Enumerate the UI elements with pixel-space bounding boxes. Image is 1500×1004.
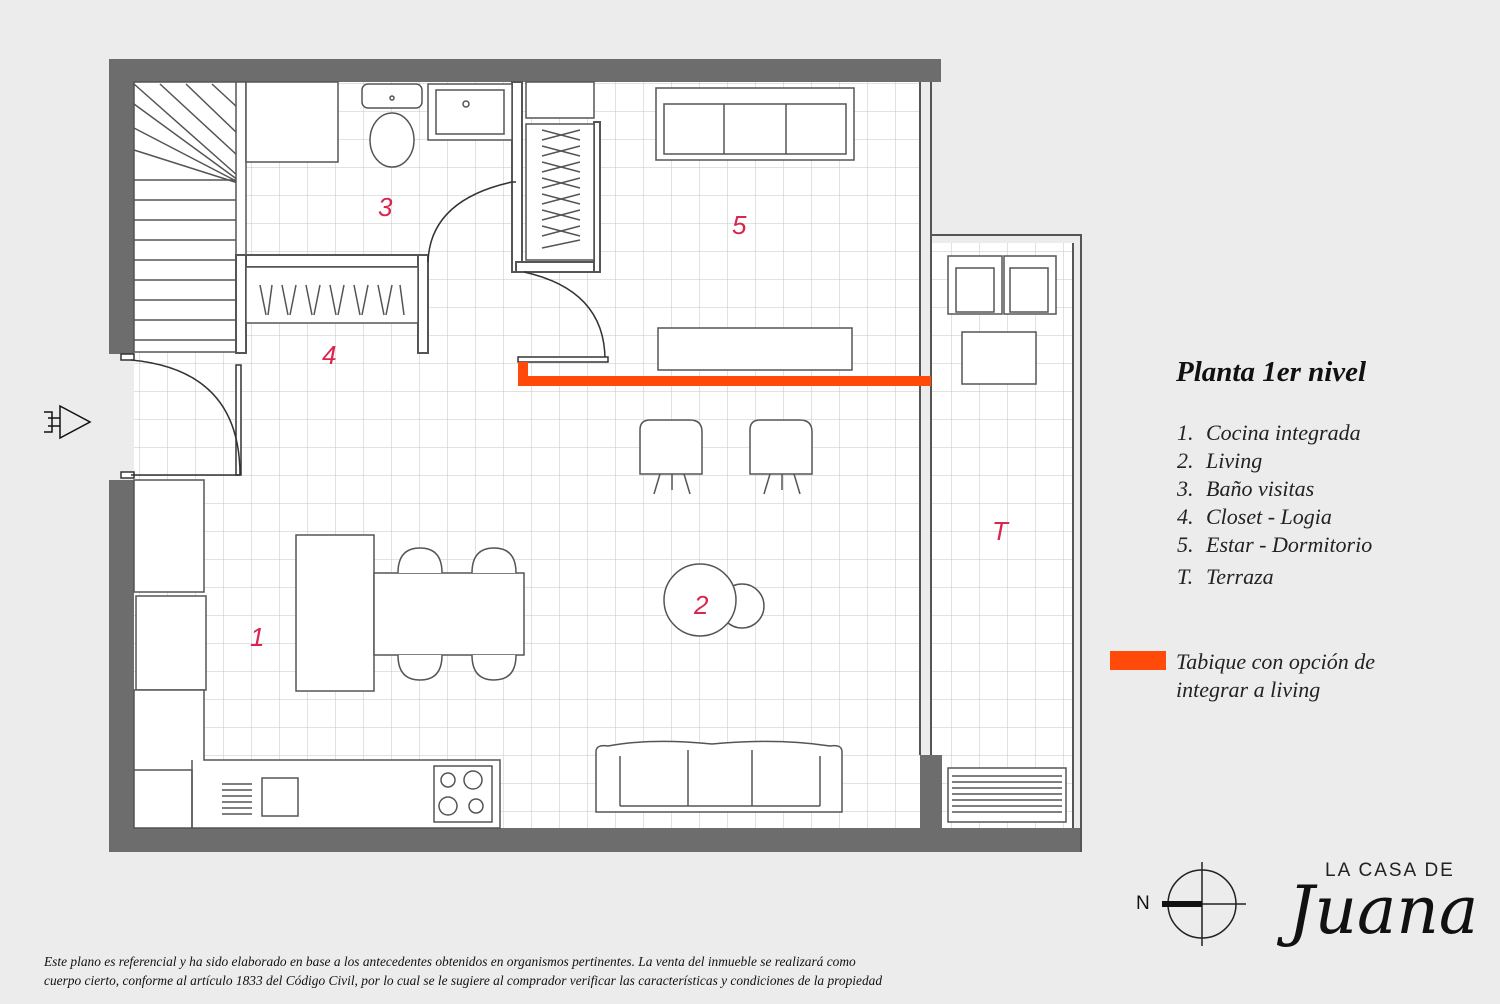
terrace-railing [919, 82, 1082, 852]
disclaimer-line1: Este plano es referencial y ha sido elab… [44, 954, 856, 969]
optional-wall-swatch [1110, 651, 1166, 670]
entry-door [120, 353, 242, 479]
living-sofa [595, 740, 843, 813]
legend-item-name: Terraza [1206, 564, 1274, 589]
optional-wall-label-line2: integrar a living [1176, 677, 1321, 702]
tv-cabinet [657, 327, 853, 371]
walls [109, 59, 1081, 852]
legend-item-id: 2. [1177, 448, 1194, 473]
entry-arrow-icon [44, 404, 92, 440]
disclaimer: Este plano es referencial y ha sido elab… [44, 952, 1104, 990]
legend-item-t: T. Terraza [1177, 564, 1274, 590]
legend-item-name: Cocina integrada [1206, 420, 1361, 445]
compass-icon [1162, 862, 1246, 946]
plan-title: Planta 1er nivel [1176, 356, 1367, 388]
legend-item-1: 1. Cocina integrada [1177, 420, 1361, 446]
room-labels: 1 2 3 4 5 T [250, 192, 1010, 652]
bathroom-sink [427, 83, 513, 141]
kitchen-counters [133, 479, 501, 829]
bedroom-door [517, 271, 609, 363]
closet-logia [245, 266, 419, 324]
legend-item-id: 5. [1177, 532, 1194, 557]
legend-item-id: 1. [1177, 420, 1194, 445]
washer [245, 81, 339, 163]
room-label-1: 1 [250, 622, 264, 652]
legend-item-3: 3. Baño visitas [1177, 476, 1314, 502]
bathroom-door [427, 181, 516, 263]
optional-partition-wall [518, 362, 931, 386]
brand-name-top: LA CASA DE [1325, 860, 1455, 881]
brand-logo-script: Juana [1288, 872, 1479, 949]
optional-wall-label-line1: Tabique con opción de [1176, 649, 1375, 674]
optional-wall-label: Tabique con opción de integrar a living [1176, 648, 1375, 704]
disclaimer-line2: cuerpo cierto, conforme al artículo 1833… [44, 973, 883, 988]
sofa-room-5 [655, 87, 855, 161]
legend-item-name: Baño visitas [1206, 476, 1315, 501]
terrace-furniture [947, 255, 1067, 823]
legend-item-id: 4. [1177, 504, 1194, 529]
legend-item-name: Closet - Logia [1206, 504, 1332, 529]
legend-item-name: Estar - Dormitorio [1206, 532, 1373, 557]
toilet [361, 83, 423, 168]
room-label-5: 5 [732, 210, 747, 240]
room-label-t: T [992, 516, 1010, 546]
legend-item-name: Living [1206, 448, 1263, 473]
compass-north-label: N [1136, 893, 1150, 914]
legend-item-id: T. [1177, 564, 1194, 589]
legend-item-4: 4. Closet - Logia [1177, 504, 1332, 530]
room-label-4: 4 [322, 340, 336, 370]
room-label-3: 3 [378, 192, 393, 222]
bedroom-closet [525, 81, 595, 261]
round-table [663, 563, 765, 637]
staircase [133, 81, 247, 353]
legend-item-5: 5. Estar - Dormitorio [1177, 532, 1372, 558]
room-label-2: 2 [693, 590, 709, 620]
legend-item-2: 2. Living [1177, 448, 1262, 474]
armchairs [639, 419, 813, 495]
legend-item-id: 3. [1177, 476, 1194, 501]
kitchen-island [295, 534, 525, 692]
